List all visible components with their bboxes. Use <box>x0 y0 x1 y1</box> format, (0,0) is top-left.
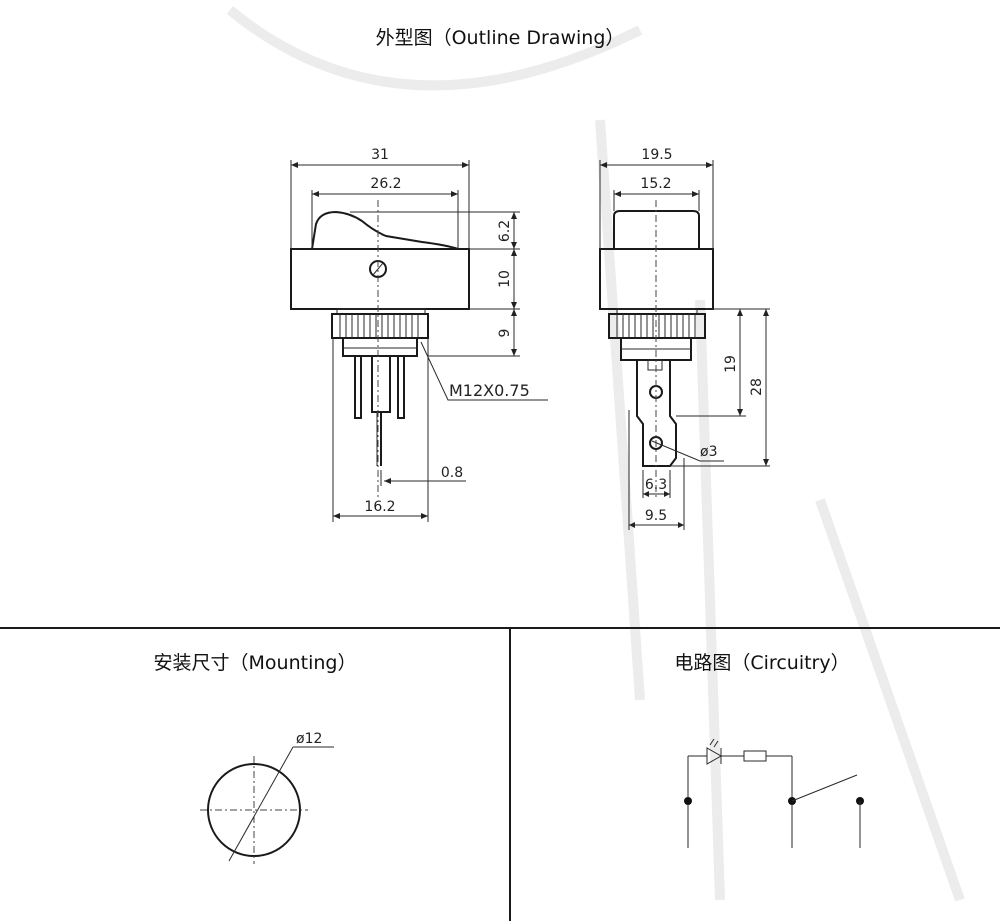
terminal-left <box>354 355 362 419</box>
front-body <box>290 248 470 310</box>
dim-pin-thickness: 0.8 <box>441 465 463 481</box>
circuitry-title: 电路图（Circuitry） <box>674 652 849 674</box>
front-view: 31 26.2 6.2 10 9 M12X0.75 0.8 16.2 <box>290 147 548 522</box>
mounting-title: 安装尺寸（Mounting） <box>154 652 357 674</box>
dim-rocker-width: 26.2 <box>370 176 401 192</box>
dim-total-length: 28 <box>749 378 765 396</box>
dim-side-rocker-width: 15.2 <box>640 176 671 192</box>
dim-hole-diameter: ø3 <box>700 444 717 460</box>
mounting-panel: 安装尺寸（Mounting） ø12 <box>154 652 357 864</box>
dim-body-height: 10 <box>497 270 513 288</box>
dim-side-base-width: 9.5 <box>645 508 667 524</box>
side-view: 19.5 15.2 19 28 ø3 6.3 9.5 <box>599 147 770 530</box>
thread-base <box>342 337 418 357</box>
circuitry-panel: 电路图（Circuitry） <box>674 652 864 848</box>
dim-rocker-height: 6.2 <box>497 220 513 242</box>
dim-side-overall-width: 19.5 <box>641 147 672 163</box>
dim-overall-width: 31 <box>371 147 389 163</box>
led-icon <box>706 747 723 765</box>
resistor-icon <box>743 750 767 762</box>
bottom-frame <box>0 627 1000 921</box>
dim-terminal-width: 6.3 <box>645 477 667 493</box>
dim-mounting-diameter: ø12 <box>296 731 322 747</box>
switch-blade <box>791 774 858 802</box>
terminal-dot-left <box>684 797 692 805</box>
outline-title: 外型图（Outline Drawing） <box>376 27 625 49</box>
dim-terminal-length: 19 <box>723 355 739 373</box>
thread-label: M12X0.75 <box>449 381 530 400</box>
front-rocker <box>310 210 459 250</box>
terminal-mid <box>371 355 391 413</box>
dim-nut-height: 9 <box>497 329 513 338</box>
dim-base-width: 16.2 <box>364 499 395 515</box>
terminal-right <box>397 355 405 419</box>
watermark <box>226 6 965 902</box>
